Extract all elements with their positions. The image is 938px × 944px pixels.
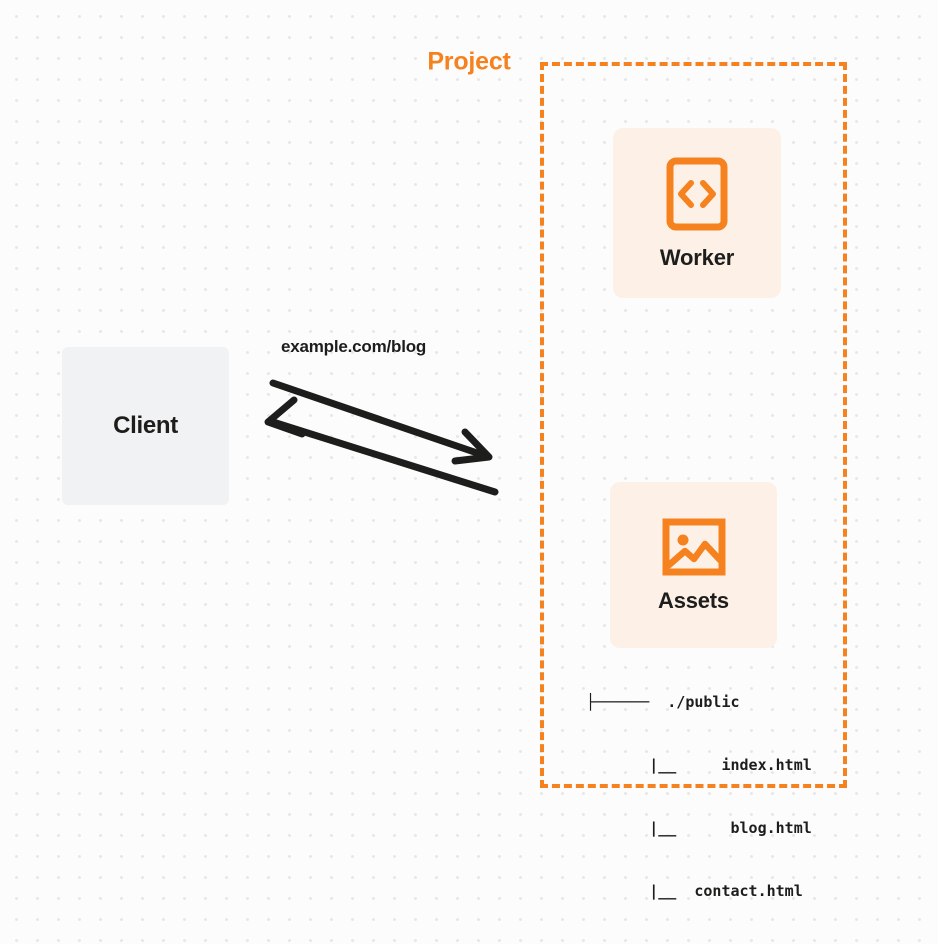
node-worker-label: Worker — [659, 245, 735, 270]
assets-file-tree: ├────── ./public |__ index.html |__ blog… — [586, 650, 812, 944]
arrow-request — [269, 379, 493, 465]
connection-arrows — [250, 360, 520, 510]
node-client-label: Client — [113, 412, 178, 439]
image-icon — [662, 518, 726, 576]
file-tree-row: |__ blog.html — [586, 819, 812, 837]
node-worker[interactable]: Worker — [613, 128, 781, 298]
arrow-response — [264, 396, 499, 496]
file-tree-row: |__ index.html — [586, 756, 812, 774]
diagram-canvas: Project Worker Assets ├────── ./public |… — [62, 47, 847, 900]
file-tree-row: ├────── ./public — [586, 693, 740, 711]
connection-request-label: example.com/blog — [281, 337, 427, 356]
project-group-box — [540, 62, 847, 788]
project-group-label: Project — [420, 47, 518, 77]
node-assets[interactable]: Assets — [610, 482, 777, 648]
code-brackets-icon — [666, 157, 728, 231]
file-tree-row: |__ contact.html — [586, 882, 803, 900]
node-client[interactable]: Client — [62, 347, 229, 505]
node-assets-label: Assets — [658, 588, 729, 613]
